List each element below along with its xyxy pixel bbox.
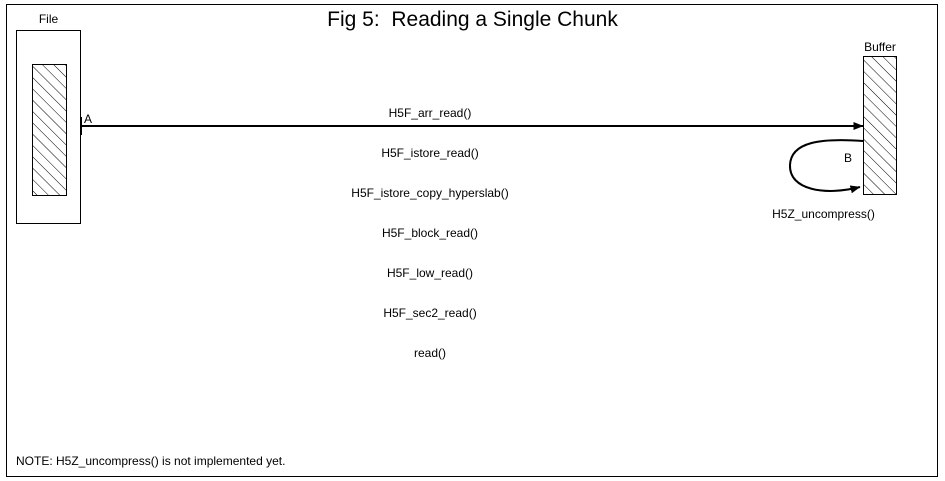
edge-marker-b: B bbox=[844, 151, 853, 165]
figure-note: NOTE: H5Z_uncompress() is not implemente… bbox=[16, 454, 286, 468]
call-stack-item: H5F_arr_read() bbox=[388, 106, 472, 120]
buffer-box bbox=[863, 56, 897, 195]
call-stack-item: H5F_istore_copy_hyperslab() bbox=[351, 186, 509, 200]
call-stack-list: H5F_arr_read() H5F_istore_read() H5F_ist… bbox=[280, 81, 580, 385]
call-stack-item: H5F_low_read() bbox=[386, 266, 474, 280]
file-node-label: File bbox=[38, 12, 59, 26]
call-stack-item: H5F_istore_read() bbox=[381, 146, 479, 160]
figure-title: Fig 5: Reading a Single Chunk bbox=[327, 8, 618, 31]
edge-marker-a: A bbox=[84, 112, 93, 126]
self-loop-label: H5Z_uncompress() bbox=[772, 207, 875, 221]
file-chunk-hatched bbox=[32, 64, 67, 196]
buffer-node-label: Buffer bbox=[864, 40, 896, 54]
call-stack-item: H5F_block_read() bbox=[381, 226, 479, 240]
call-stack-item: H5F_sec2_read() bbox=[383, 306, 477, 320]
self-loop-path bbox=[788, 139, 864, 194]
call-stack-item: read() bbox=[413, 346, 446, 360]
